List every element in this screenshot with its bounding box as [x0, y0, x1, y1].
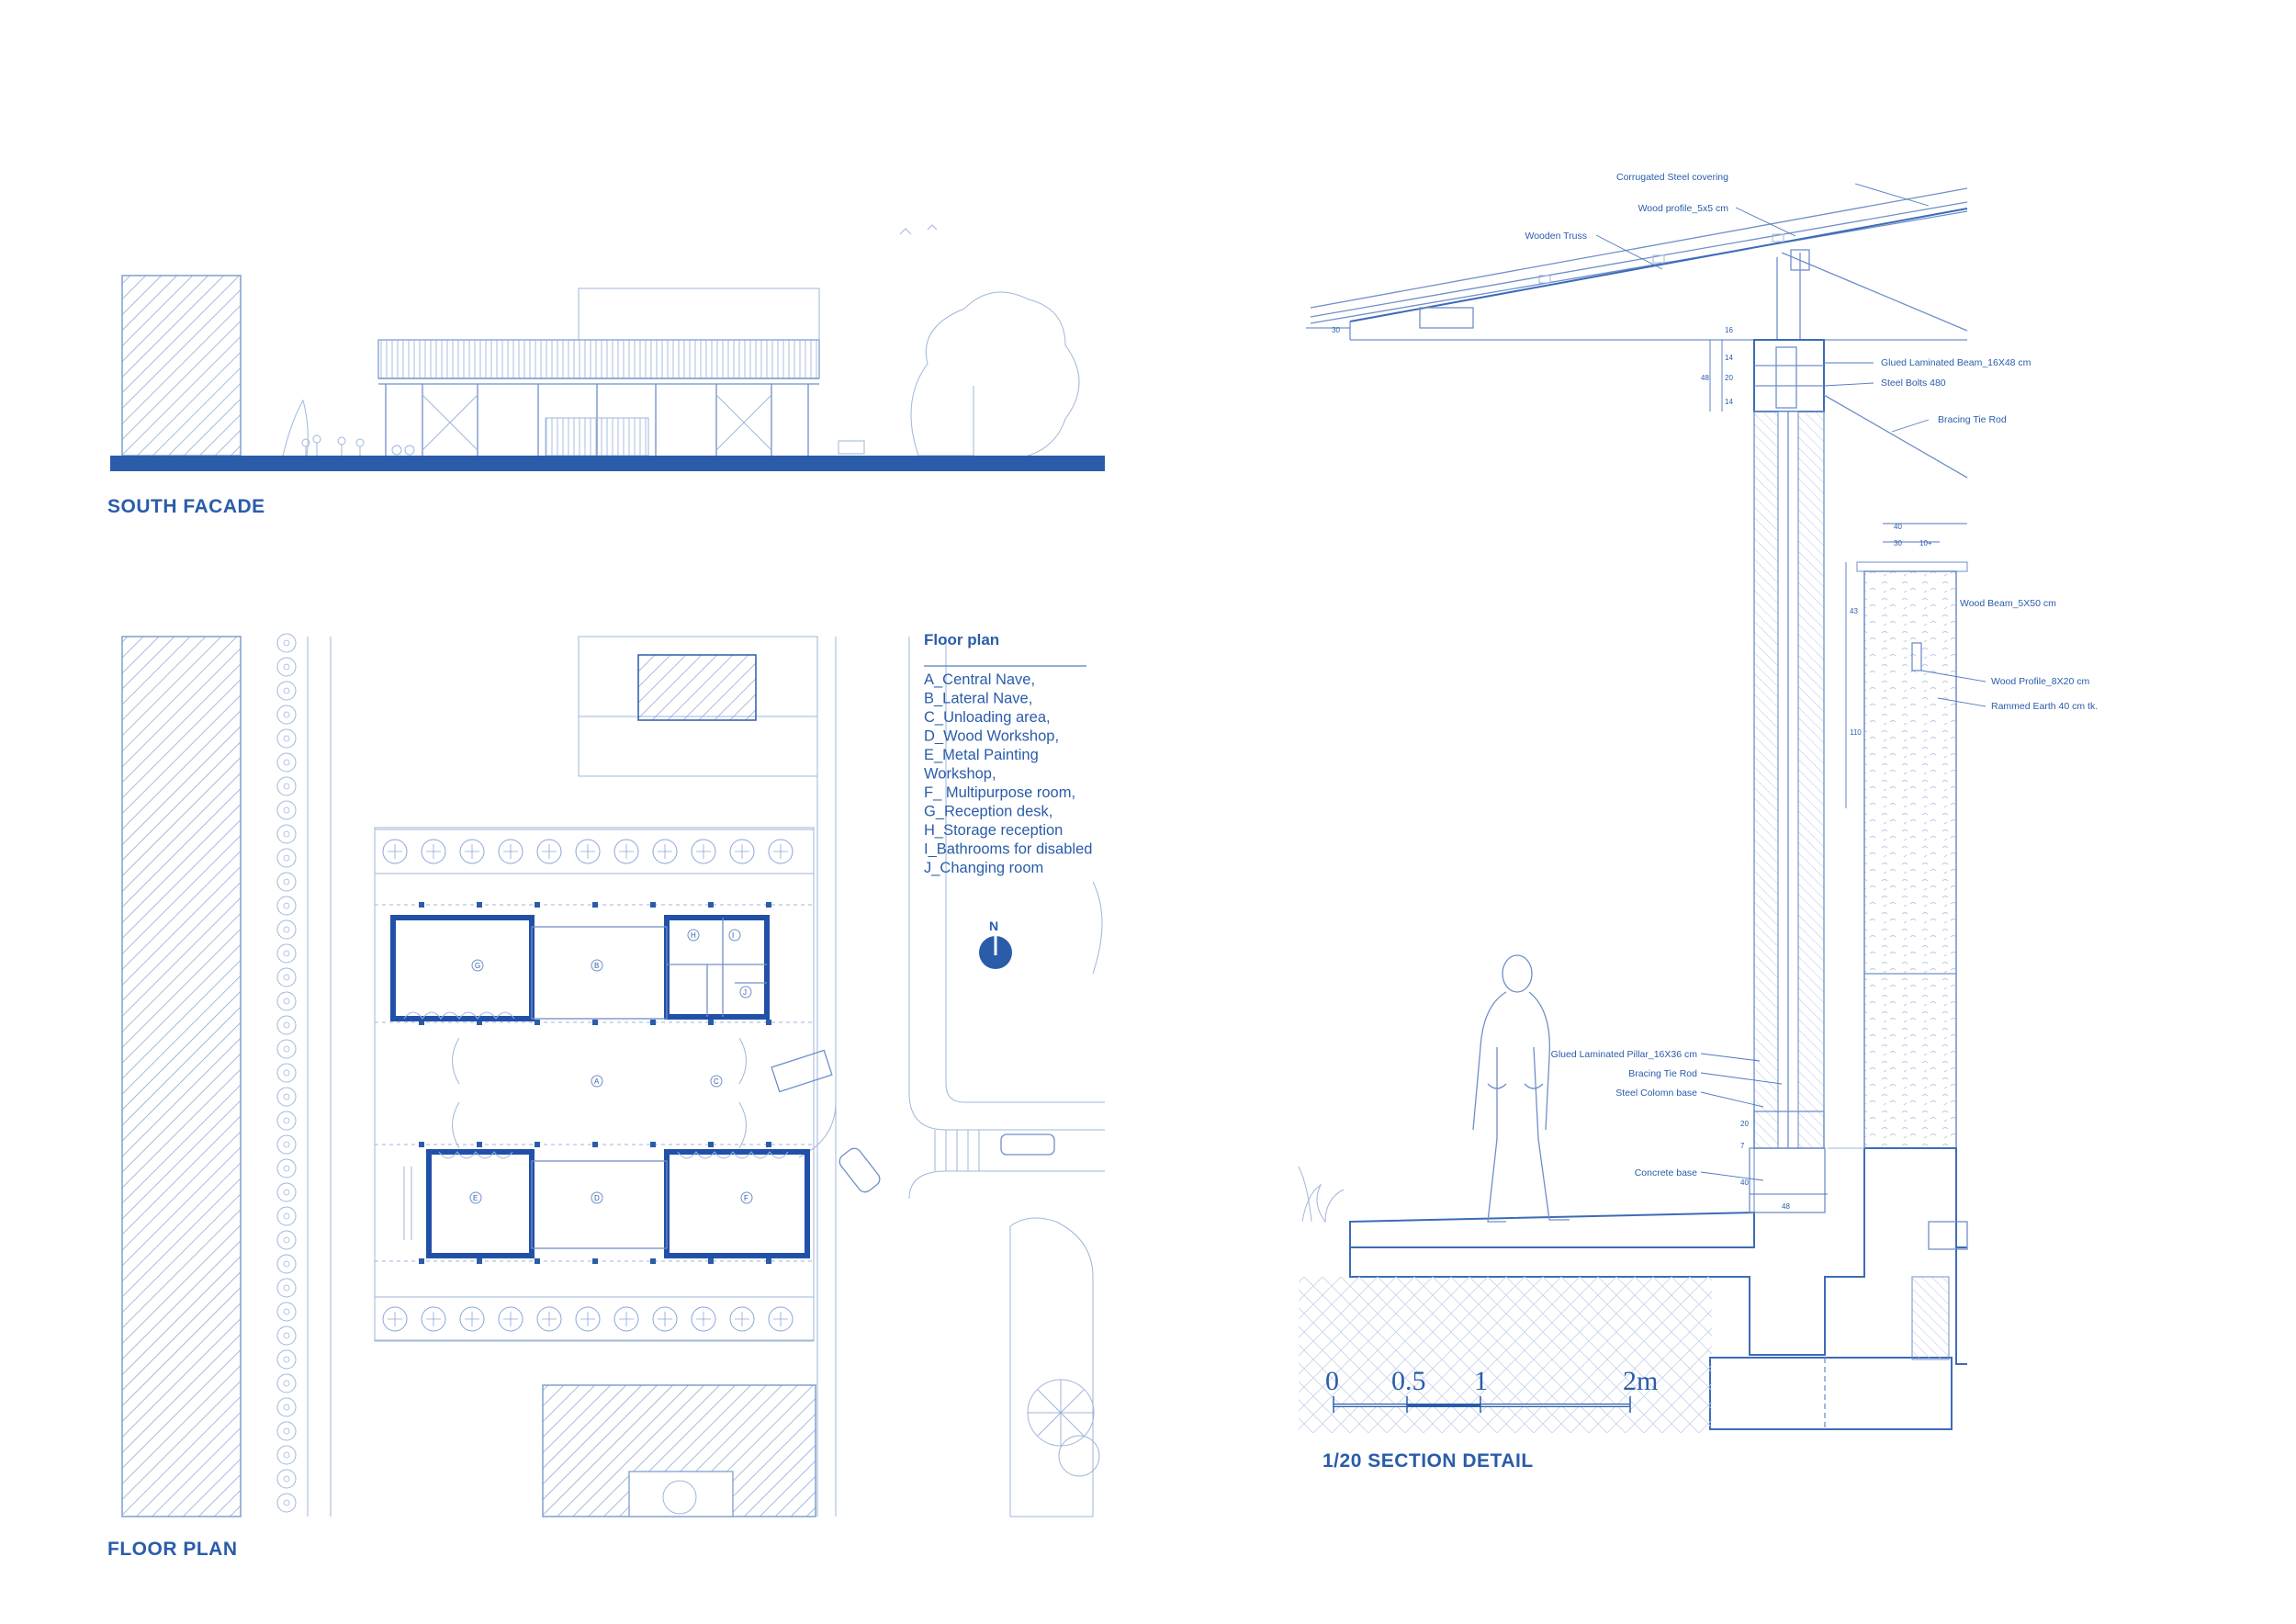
north-label: N: [989, 919, 998, 933]
annotation-beam: Glued Laminated Beam_16X48 cm: [1881, 357, 2032, 368]
annotation-colbase: Steel Colomn base: [1615, 1088, 1697, 1099]
south-facade-elevation: SOUTH FACADE: [107, 224, 1105, 517]
plan-planting-bottom: [374, 1296, 815, 1342]
facade-roof: [377, 339, 820, 385]
room-tag-marker: [469, 1191, 482, 1204]
legend-line: Workshop,: [924, 766, 996, 783]
dimension-label: 48: [1782, 1202, 1790, 1211]
room-tag: D: [594, 1194, 600, 1202]
annotation-tie-top: Bracing Tie Rod: [1938, 414, 2007, 425]
room-tag: A: [594, 1077, 600, 1086]
annotation-concrete: Concrete base: [1635, 1167, 1697, 1179]
section-roof: [1310, 187, 1968, 341]
room-tag-marker: [740, 1191, 753, 1204]
dimension-label: 14: [1725, 398, 1733, 406]
south-facade-title: SOUTH FACADE: [107, 496, 265, 517]
room-tag-marker: [728, 929, 741, 942]
facade-structure: [385, 384, 809, 457]
legend-line: I_Bathrooms for disabled: [924, 841, 1092, 858]
legend-line: C_Unloading area,: [924, 709, 1051, 726]
plan-vehicles: [771, 1049, 1055, 1193]
annotation-bolts: Steel Bolts 480: [1881, 378, 1946, 389]
scale-label-2m: 2m: [1623, 1366, 1658, 1396]
legend-line: J_Changing room: [924, 860, 1043, 876]
room-tag: G: [475, 962, 480, 970]
legend-line: B_Lateral Nave,: [924, 691, 1032, 707]
north-arrow: N: [979, 919, 1012, 969]
annotation-truss: Wooden Truss: [1525, 231, 1587, 242]
legend-line: H_Storage reception: [924, 822, 1063, 839]
floor-plan: A B C D E F G H I J Floor plan A_Central Nave, B_L…: [107, 631, 1105, 1560]
room-tag-marker: [591, 1191, 603, 1204]
dimension-label: 16: [1725, 326, 1733, 334]
dimension-label: 30: [1894, 539, 1902, 547]
plan-legend: Floor plan A_Central Nave, B_Lateral Nave…: [924, 631, 1092, 876]
plan-room-tags: A B C D E F G H I J: [469, 929, 753, 1204]
plan-trees-right: [1009, 1217, 1100, 1517]
legend-line: D_Wood Workshop,: [924, 728, 1059, 745]
scale-label-1: 1: [1474, 1366, 1488, 1396]
room-tag: H: [691, 931, 696, 940]
annotation-pillar: Glued Laminated Pillar_16X36 cm: [1551, 1049, 1698, 1060]
dimension-label: 14: [1725, 354, 1733, 362]
dimension-label: 48: [1701, 374, 1709, 382]
facade-people: [282, 399, 865, 457]
plan-street-lines: [307, 637, 1105, 1517]
section-detail-title: 1/20 SECTION DETAIL: [1322, 1450, 1534, 1472]
annotation-wood-beam: Wood Beam_5X50 cm: [1960, 598, 2056, 609]
annotation-wood-profile-8: Wood Profile_8X20 cm: [1991, 676, 2089, 687]
annotation-tie-bottom: Bracing Tie Rod: [1628, 1068, 1697, 1079]
room-tag: J: [743, 988, 747, 997]
room-tag: E: [473, 1194, 478, 1202]
plan-planting-top: [374, 829, 815, 874]
annotation-wood-profile: Wood profile_5x5 cm: [1638, 203, 1729, 214]
room-tag: C: [714, 1077, 719, 1086]
plan-column-markers: [419, 902, 771, 1264]
room-tag: I: [732, 931, 734, 940]
dimension-label: 20: [1725, 374, 1733, 382]
facade-hatched-block: [121, 275, 242, 457]
room-tag: B: [594, 962, 599, 970]
room-tag-marker: [591, 959, 603, 972]
legend-line: G_Reception desk,: [924, 804, 1052, 820]
plan-hatched-building-left: [121, 636, 242, 1517]
room-tag-marker: [471, 959, 484, 972]
section-human-figure: [1472, 954, 1570, 1223]
scale-bar: 0 0.5 1 2m: [1325, 1366, 1658, 1413]
room-tag: F: [744, 1194, 748, 1202]
legend-line: E_Metal Painting: [924, 747, 1039, 763]
scale-label-05: 0.5: [1391, 1366, 1426, 1396]
section-beam-pillar: [1753, 339, 1968, 1149]
legend-line: F_ Multipurpose room,: [924, 784, 1075, 801]
annotation-corrugated: Corrugated Steel covering: [1616, 172, 1728, 183]
section-rammed-earth: [1856, 561, 1968, 1149]
room-tag-marker: [591, 1075, 603, 1088]
dimension-label: 20: [1740, 1120, 1749, 1128]
annotation-rammed: Rammed Earth 40 cm tk.: [1991, 701, 2098, 712]
facade-ground-line: [110, 456, 1105, 471]
plan-tree-row: [276, 633, 297, 1513]
dimension-label: 110: [1850, 728, 1862, 737]
room-tag-marker: [710, 1075, 723, 1088]
room-tag-marker: [687, 929, 700, 942]
dimension-label: 7: [1740, 1142, 1745, 1150]
facade-tree: [899, 224, 1080, 461]
dimension-label: 10+: [1919, 539, 1932, 547]
plan-hatched-building-top: [637, 654, 757, 721]
dimension-label: 30: [1332, 326, 1340, 334]
legend-line: A_Central Nave,: [924, 671, 1035, 688]
dimension-label: 43: [1850, 607, 1858, 615]
section-dimensions: [1306, 327, 1967, 1212]
scale-label-0: 0: [1325, 1366, 1339, 1396]
dimension-label: 40: [1894, 523, 1902, 531]
plan-room-outlines: [390, 915, 810, 1258]
section-detail: 30 16 14 20 48 14 40 30 10+ 43 110 20 7 40 48 Corrugat…: [1298, 172, 2098, 1472]
floor-plan-title: FLOOR PLAN: [107, 1539, 238, 1560]
room-tag-marker: [739, 986, 752, 998]
section-dimension-labels: 30 16 14 20 48 14 40 30 10+ 43 110 20 7 40 48: [1332, 326, 1932, 1211]
legend-heading: Floor plan: [924, 631, 999, 648]
dimension-label: 40: [1740, 1179, 1749, 1187]
